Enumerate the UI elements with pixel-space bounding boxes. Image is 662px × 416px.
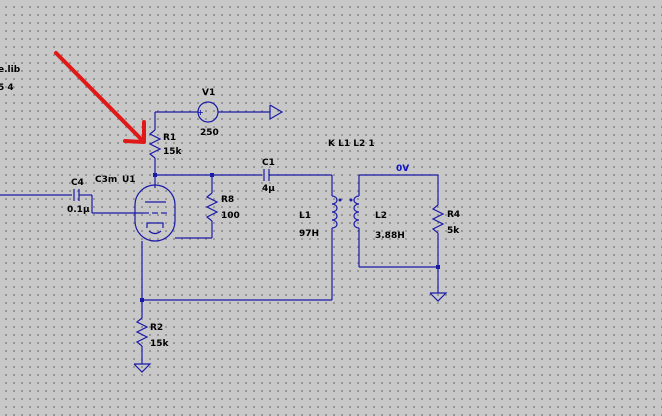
spice-directive: 5 4 [0,83,14,93]
coupling-directive[interactable]: K L1 L2 1 [328,139,375,149]
capacitor-c1[interactable]: C1 4µ [262,158,332,194]
plus-sign: + [197,108,204,117]
r1-value: 15k [163,147,183,157]
ground-arrow-icon [269,104,284,121]
net-label-output[interactable]: 0V [396,164,409,174]
c4-name: C4 [71,178,84,188]
l1-value: 97H [299,229,319,239]
polarity-dot [338,198,342,202]
c1-name: C1 [262,158,275,168]
polarity-dot [349,198,353,202]
r1-name: R1 [163,133,176,143]
lib-directive: e.lib [0,65,21,75]
inductor-l1[interactable]: L1 97H [299,175,342,300]
r4-value: 5k [447,226,460,236]
r2-name: R2 [150,323,163,333]
ground-icon [429,292,448,302]
resistor-r1[interactable]: R1 15k [148,112,183,175]
c1-value: 4µ [262,184,275,194]
capacitor-c4[interactable]: C4 0.1µ [0,178,143,215]
v1-name: V1 [202,88,215,98]
resistor-r2[interactable]: R2 15k [135,300,170,364]
v1-value: 250 [200,128,219,138]
u1-model: C3m [95,175,117,185]
tube-u1[interactable]: C3m U1 [95,175,185,300]
r8-value: 100 [221,211,240,221]
voltage-source-v1[interactable]: + V1 250 [155,88,284,138]
annotation-arrow [54,51,146,144]
c4-value: 0.1µ [67,205,90,215]
ground-icon [133,363,152,373]
resistor-r8[interactable]: R8 100 [185,175,240,239]
l2-name: L2 [375,211,387,221]
r4-name: R4 [447,210,460,220]
r2-value: 15k [150,339,170,349]
resistor-r4[interactable]: R4 5k [431,175,460,267]
inductor-l2[interactable]: L2 3.88H [349,175,405,267]
u1-name: U1 [122,175,136,185]
l2-value: 3.88H [375,231,405,241]
l1-name: L1 [299,211,311,221]
r8-name: R8 [221,195,234,205]
